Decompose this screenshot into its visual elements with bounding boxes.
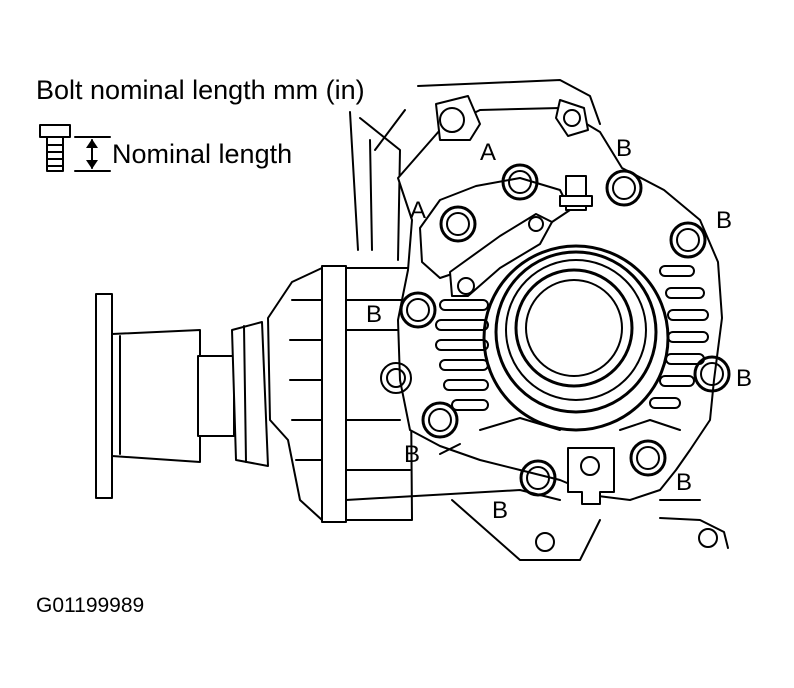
rear-cover xyxy=(397,95,723,505)
bolt-a-2 xyxy=(439,205,477,243)
output-flange xyxy=(95,293,269,499)
double-arrow-icon xyxy=(74,136,111,172)
bolt-b-3 xyxy=(399,291,437,329)
bolt-b-5 xyxy=(421,401,459,439)
diagram-title: Bolt nominal length mm (in) xyxy=(36,75,365,105)
cooling-fins-right xyxy=(649,265,709,409)
figure-code: G01199989 xyxy=(36,594,144,617)
callout-b-2: B xyxy=(716,207,732,234)
front-housing xyxy=(267,265,561,523)
legend-nominal-length: Nominal length xyxy=(112,139,292,169)
bracket-hole xyxy=(457,277,475,295)
callout-b-4: B xyxy=(736,365,752,392)
callout-b-6: B xyxy=(492,497,508,524)
bolt-icon xyxy=(39,124,71,172)
bracket-hole-2 xyxy=(528,216,544,232)
bolt-b-6 xyxy=(519,459,557,497)
callout-a-1: A xyxy=(480,139,496,166)
lower-bracket xyxy=(451,499,729,561)
bolt-b-4 xyxy=(693,355,731,393)
bearing-seal xyxy=(482,244,670,432)
plain-bolt xyxy=(380,362,412,394)
callout-b-5: B xyxy=(404,441,420,468)
lug-hole-top xyxy=(439,107,465,133)
cooling-fins-left xyxy=(435,299,489,411)
callout-b-1: B xyxy=(616,135,632,162)
bolt-b-7 xyxy=(629,439,667,477)
callout-b-7: B xyxy=(676,469,692,496)
callout-b-3: B xyxy=(366,301,382,328)
bolt-a-1 xyxy=(501,163,539,201)
callout-a-2: A xyxy=(410,197,426,224)
lug-hole-right xyxy=(563,109,581,127)
bolt-b-1 xyxy=(605,169,643,207)
bolt-b-2 xyxy=(669,221,707,259)
